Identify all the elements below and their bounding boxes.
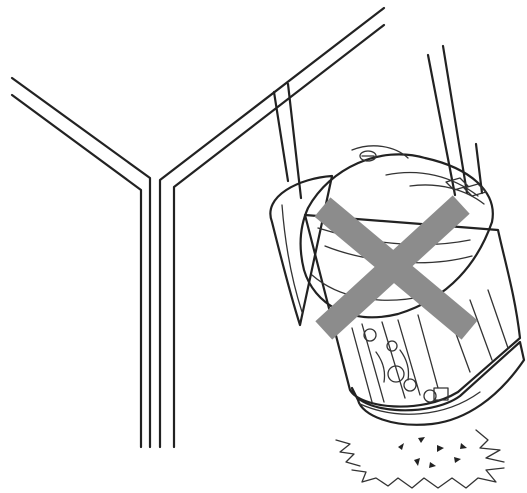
prohibition-cross-icon [332, 213, 460, 322]
internal-mechanism [352, 315, 448, 402]
impact-burst [336, 430, 504, 488]
